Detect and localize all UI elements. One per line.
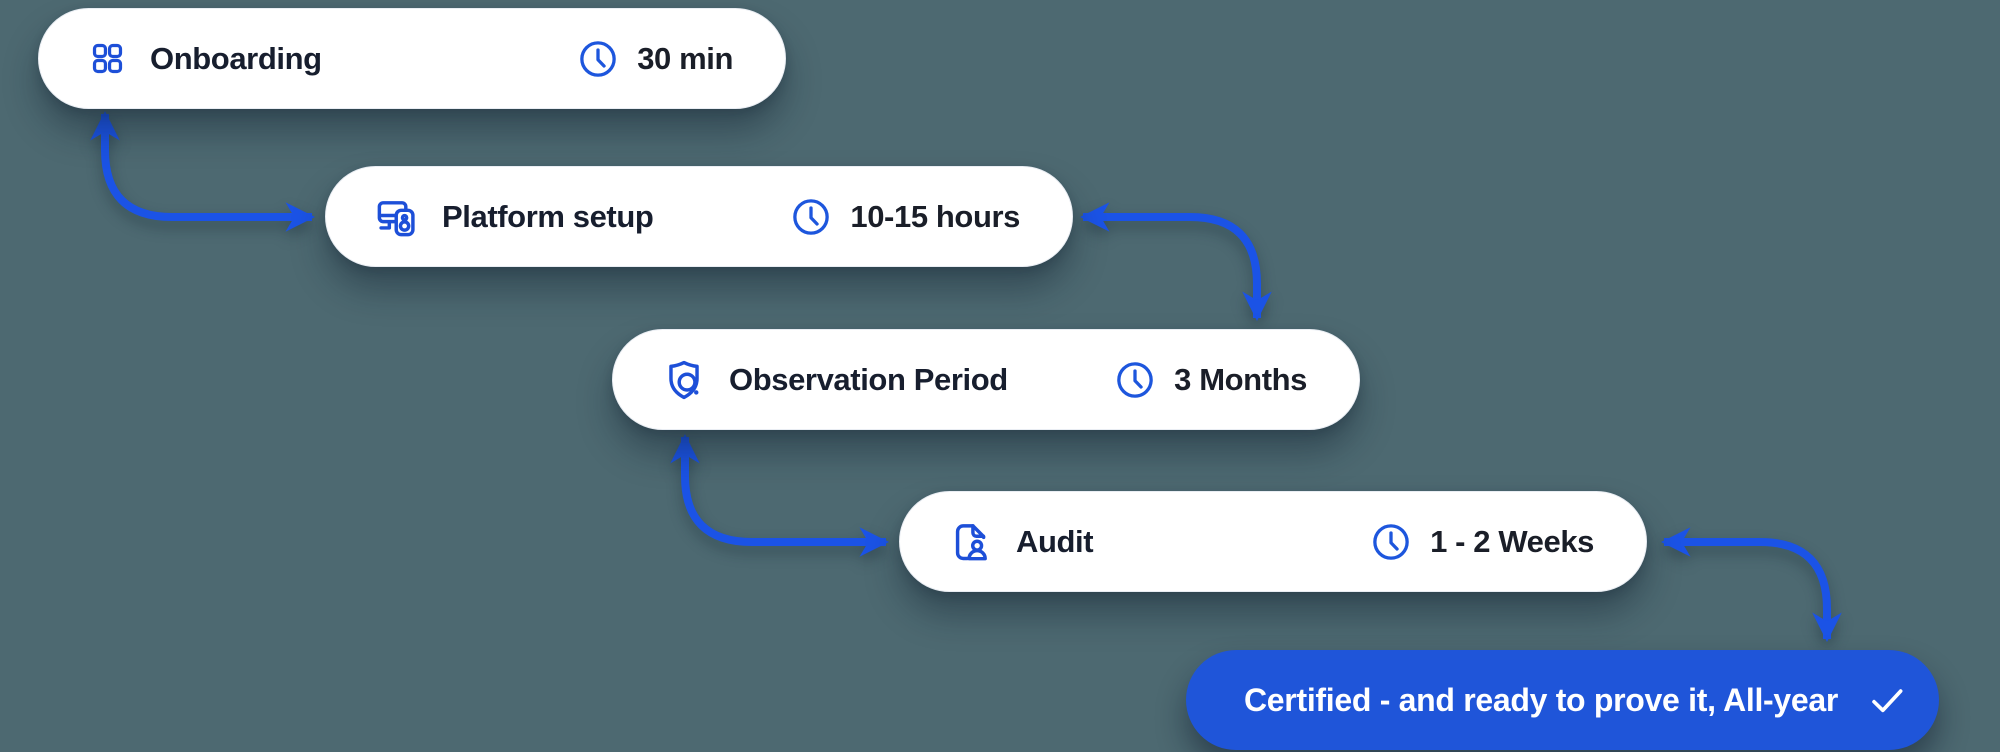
step-label: Onboarding (150, 40, 322, 76)
step-title-group: Audit (948, 519, 1094, 565)
step-label: Platform setup (442, 198, 654, 234)
server-icon (377, 200, 415, 236)
document-user-icon (955, 523, 987, 560)
result-card-certified: Certified - and ready to prove it, All-y… (1186, 650, 1939, 750)
step-duration: 3 Months (1174, 361, 1307, 397)
step-title-group: Onboarding (87, 38, 322, 79)
step-duration-group: 30 min (576, 37, 733, 81)
clock-icon (580, 40, 616, 77)
connector-4 (1660, 527, 1842, 643)
clock-icon (1373, 523, 1409, 560)
connector-1 (90, 110, 316, 232)
step-duration: 1 - 2 Weeks (1430, 523, 1594, 559)
step-card-platform-setup: Platform setup 10-15 hours (325, 166, 1073, 267)
step-title-group: Observation Period (661, 357, 1008, 403)
connector-3 (670, 433, 890, 557)
step-duration: 30 min (637, 40, 733, 76)
clock-icon (793, 198, 830, 235)
clock-icon (1117, 361, 1153, 398)
shield-search-icon (669, 360, 699, 399)
step-card-audit: Audit 1 - 2 Weeks (899, 491, 1647, 592)
step-title-group: Platform setup (374, 194, 654, 240)
step-duration-group: 10-15 hours (789, 195, 1020, 239)
step-duration-group: 1 - 2 Weeks (1369, 520, 1594, 564)
result-label: Certified - and ready to prove it, All-y… (1244, 681, 1839, 718)
step-label: Audit (1016, 523, 1094, 559)
step-card-onboarding: Onboarding 30 min (38, 8, 786, 109)
step-duration: 10-15 hours (850, 198, 1020, 234)
step-card-observation-period: Observation Period 3 Months (612, 329, 1360, 430)
step-label: Observation Period (729, 361, 1008, 397)
check-icon (1872, 689, 1903, 713)
step-duration-group: 3 Months (1113, 358, 1307, 402)
connector-2 (1079, 202, 1272, 322)
grid-icon (92, 43, 123, 74)
